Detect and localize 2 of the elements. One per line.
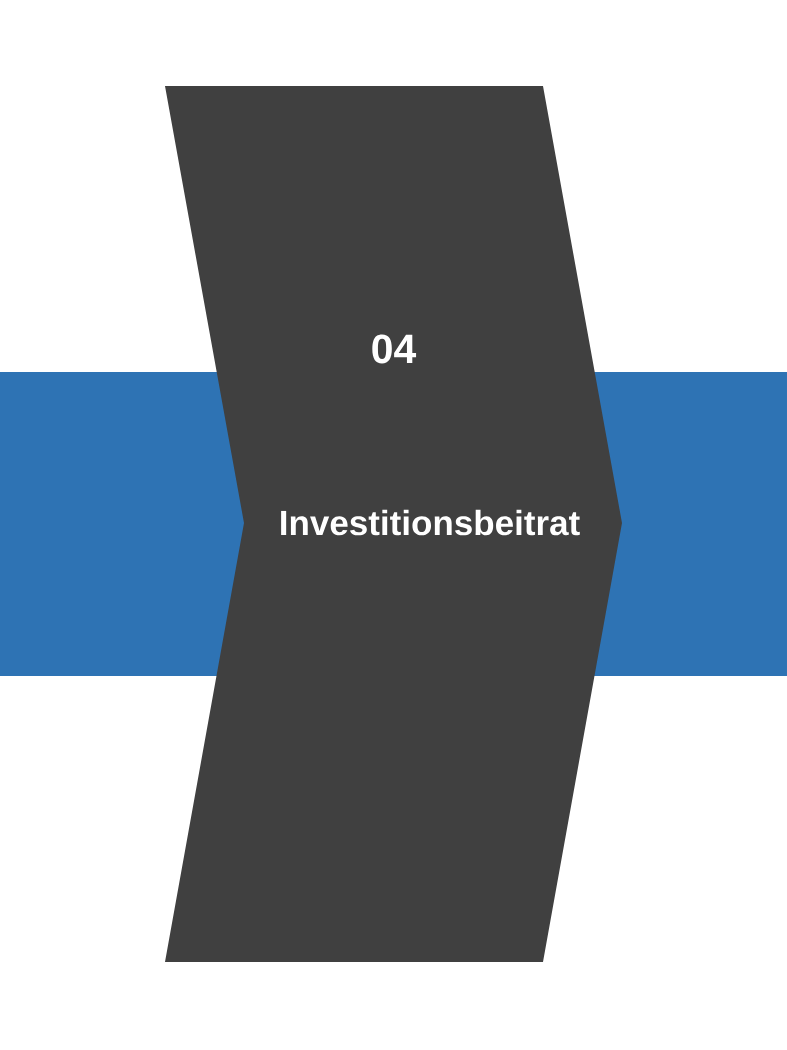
step-number: 04 [372,334,417,364]
step-title: Investitionsbeitrat [281,509,580,536]
